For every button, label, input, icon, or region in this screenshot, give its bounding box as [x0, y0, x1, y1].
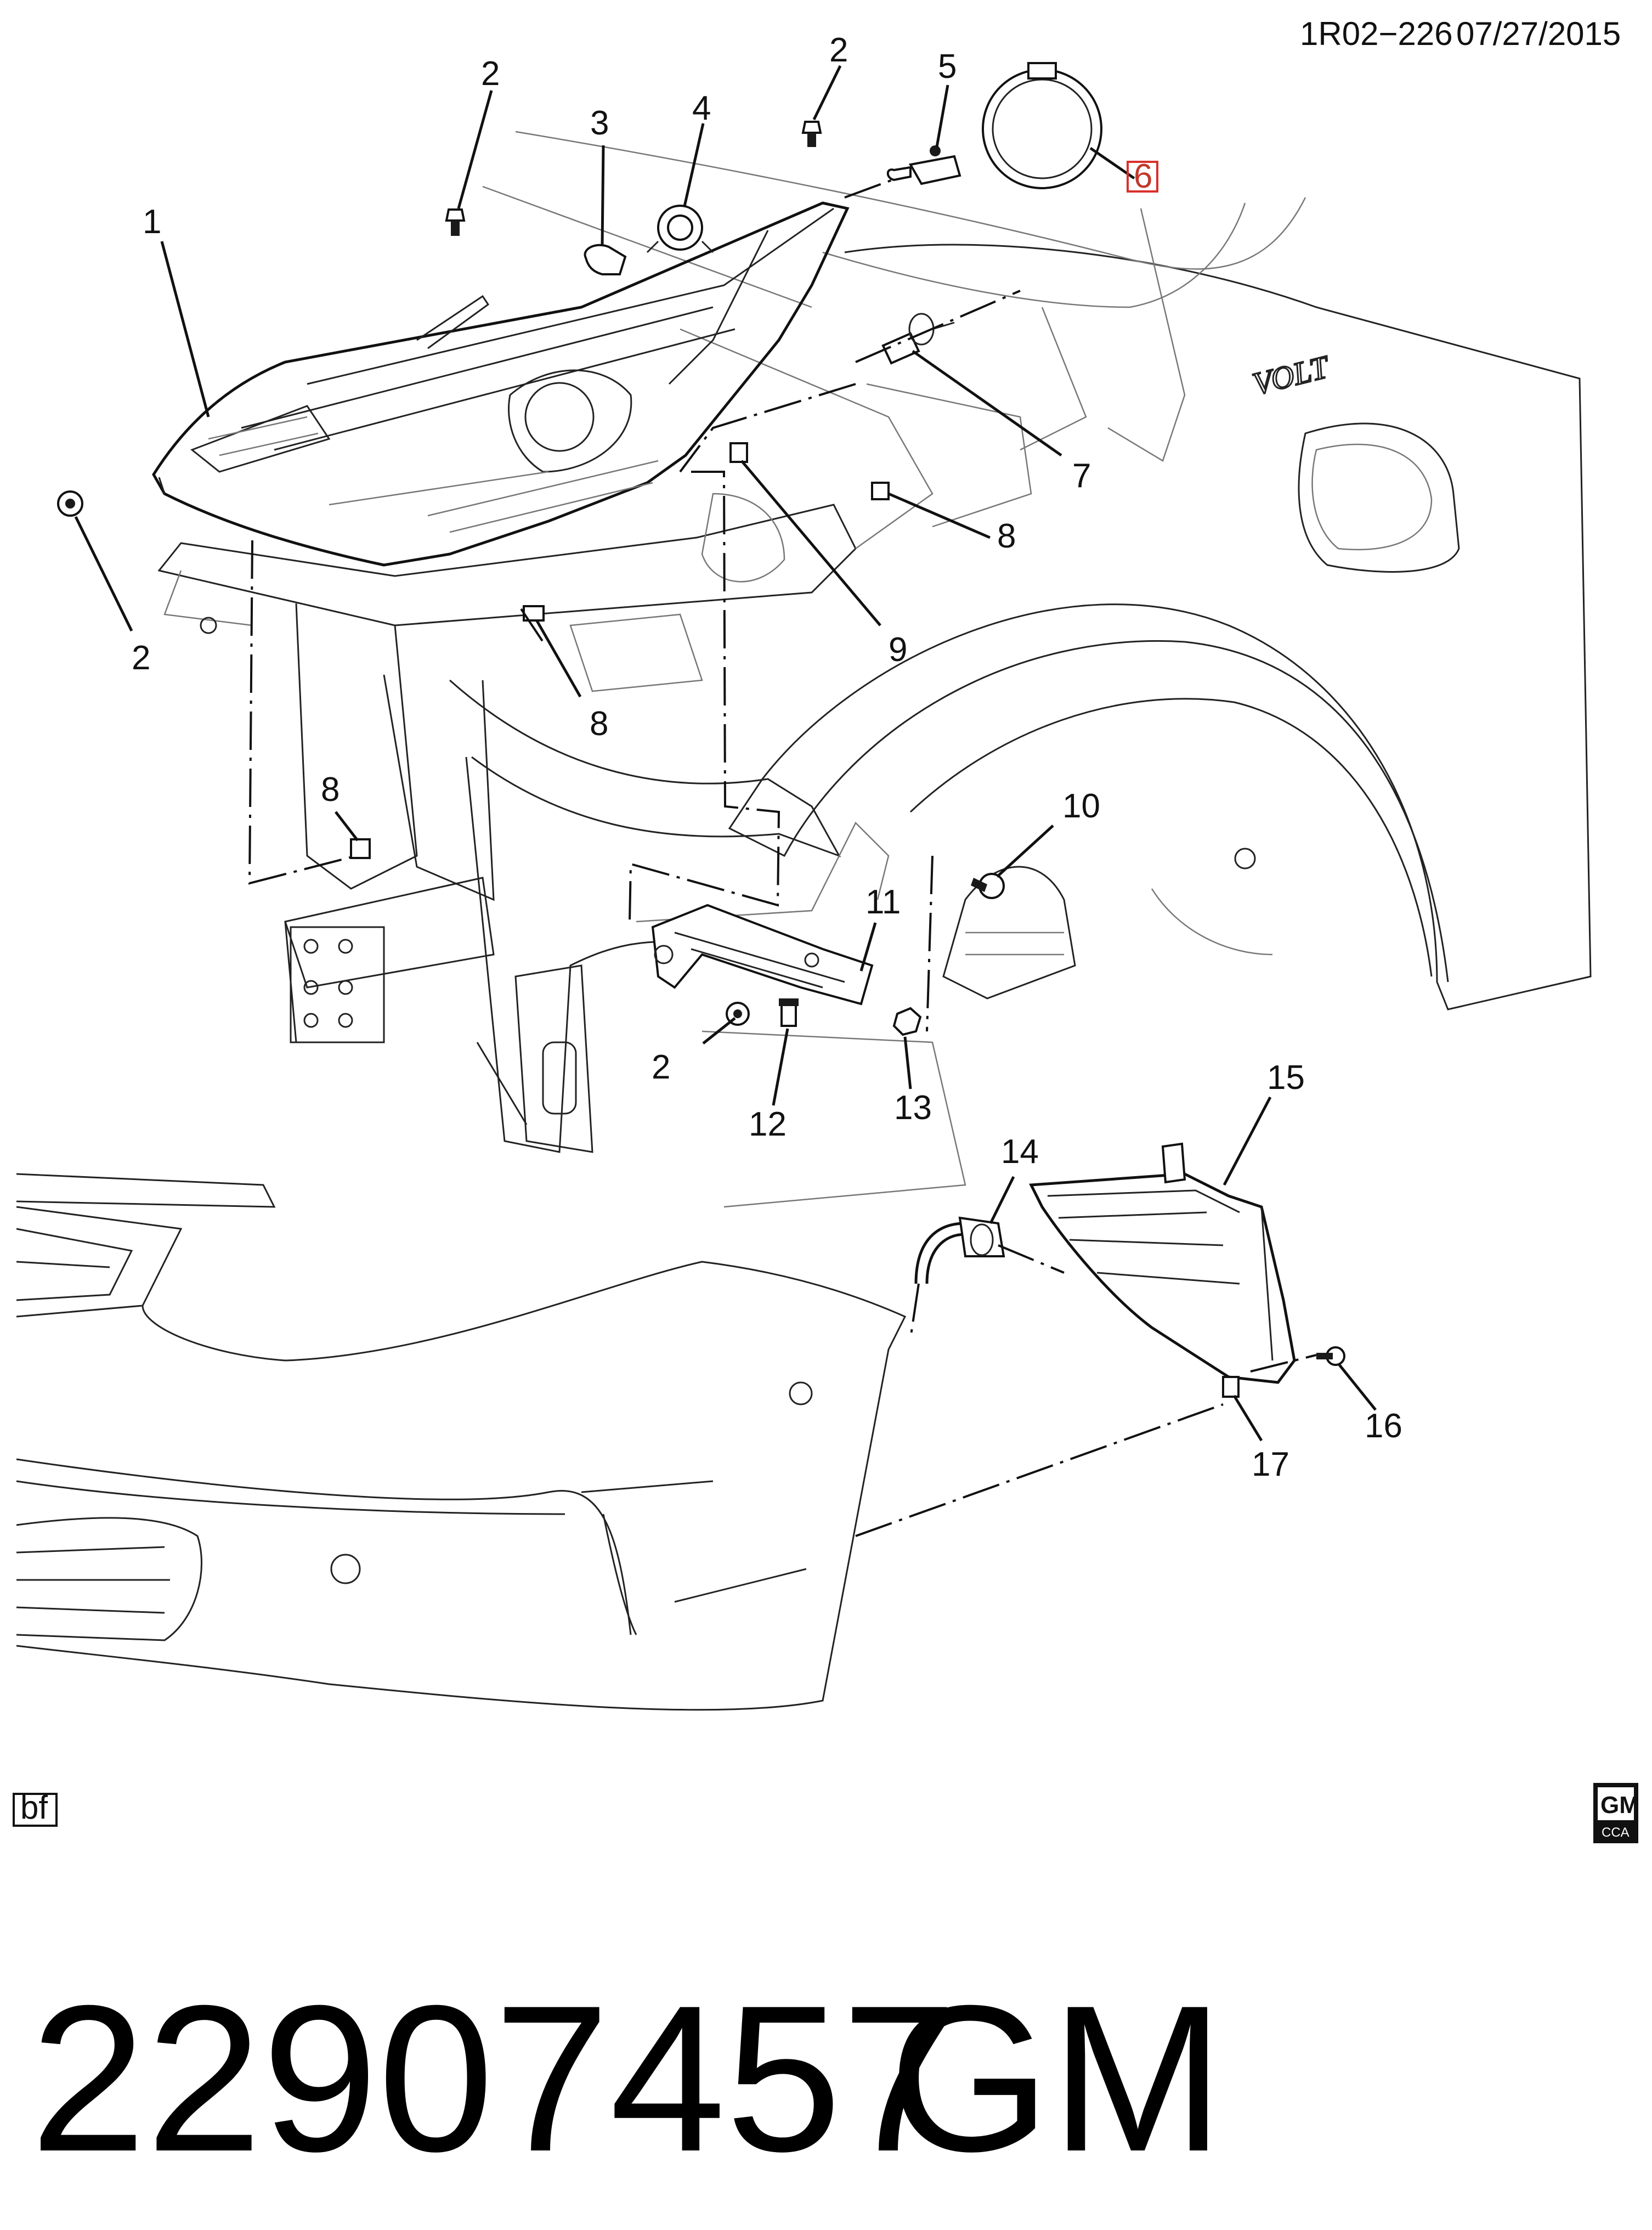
bulb-3-drawing [584, 244, 627, 275]
callout-7: 7 [1072, 457, 1091, 495]
diagram-date: 07/27/2015 [1456, 15, 1621, 52]
callout-11: 11 [865, 883, 901, 921]
diagram-code: 1R02−226 [1300, 15, 1453, 52]
fog-lamp-15-drawing [1029, 1142, 1296, 1384]
headlamp-assembly-drawing [152, 201, 850, 567]
clip-17-drawing [1222, 1376, 1240, 1398]
callout-4: 4 [692, 89, 711, 127]
callout-labels: 1 2 2 2 2 3 4 5 6 7 8 8 8 9 10 11 12 13 … [132, 31, 1402, 1483]
fog-lamp-wiring-14-drawing [914, 1216, 1005, 1284]
screw-16-drawing [1316, 1346, 1345, 1366]
callout-15: 15 [1267, 1059, 1305, 1097]
callout-13: 13 [894, 1089, 932, 1127]
callout-10: 10 [1062, 787, 1100, 825]
callout-9: 9 [889, 631, 907, 669]
gm-cca-logo: GM CCA [1593, 1783, 1639, 1843]
callout-2-lower: 2 [652, 1048, 670, 1086]
callout-8-center: 8 [590, 705, 608, 743]
callout-6: 6 [1134, 157, 1152, 195]
part-number: 22907457 [30, 1962, 958, 2195]
callout-2-top-center: 2 [829, 31, 848, 69]
callout-6-highlight-box [1127, 161, 1158, 193]
nut-13-drawing [892, 1007, 922, 1036]
callout-3: 3 [590, 104, 609, 142]
logo-cca-text: CCA [1602, 1825, 1630, 1840]
stud-12-drawing [779, 998, 799, 1027]
clip-8c-drawing [350, 838, 371, 859]
callout-1: 1 [143, 203, 161, 241]
callout-17: 17 [1252, 1446, 1289, 1483]
hood-edge-drawing [482, 131, 1306, 462]
leader-lines [74, 65, 1377, 1442]
fender-badge: VOLT [1249, 348, 1333, 402]
screw-10-drawing [971, 873, 1005, 899]
radiator-support-drawing [157, 328, 1076, 1208]
headlamp-cap-6-drawing [982, 62, 1102, 189]
callout-14: 14 [1001, 1133, 1039, 1171]
callout-2-left: 2 [132, 639, 150, 677]
nut-9-drawing [729, 442, 748, 463]
part-brand: GM [889, 1962, 1224, 2195]
headlamp-bracket-11-drawing [651, 904, 874, 1006]
bumper-fascia-drawing [16, 1173, 907, 1711]
screw-2a-drawing [445, 208, 466, 236]
headlamp-mount-tab [416, 295, 490, 349]
logo-gm-text: GM [1600, 1792, 1639, 1819]
clip-8a-drawing [871, 482, 890, 500]
callout-16: 16 [1365, 1407, 1402, 1445]
footer-code-box: bf [13, 1789, 58, 1827]
callout-5: 5 [938, 48, 957, 86]
callout-2-top-left: 2 [481, 55, 500, 93]
callout-8-left: 8 [321, 771, 340, 809]
fender-drawing: VOLT [728, 244, 1592, 1010]
screw-2b-drawing [801, 121, 822, 147]
bolt-2c-drawing [57, 490, 83, 517]
callout-12: 12 [749, 1105, 787, 1143]
alignment-lines [248, 177, 1317, 1537]
callout-8-right: 8 [997, 517, 1016, 555]
footer-code: bf [20, 1789, 48, 1826]
bulb-socket-4-drawing [646, 205, 714, 253]
bulb-5-drawing [886, 145, 961, 185]
